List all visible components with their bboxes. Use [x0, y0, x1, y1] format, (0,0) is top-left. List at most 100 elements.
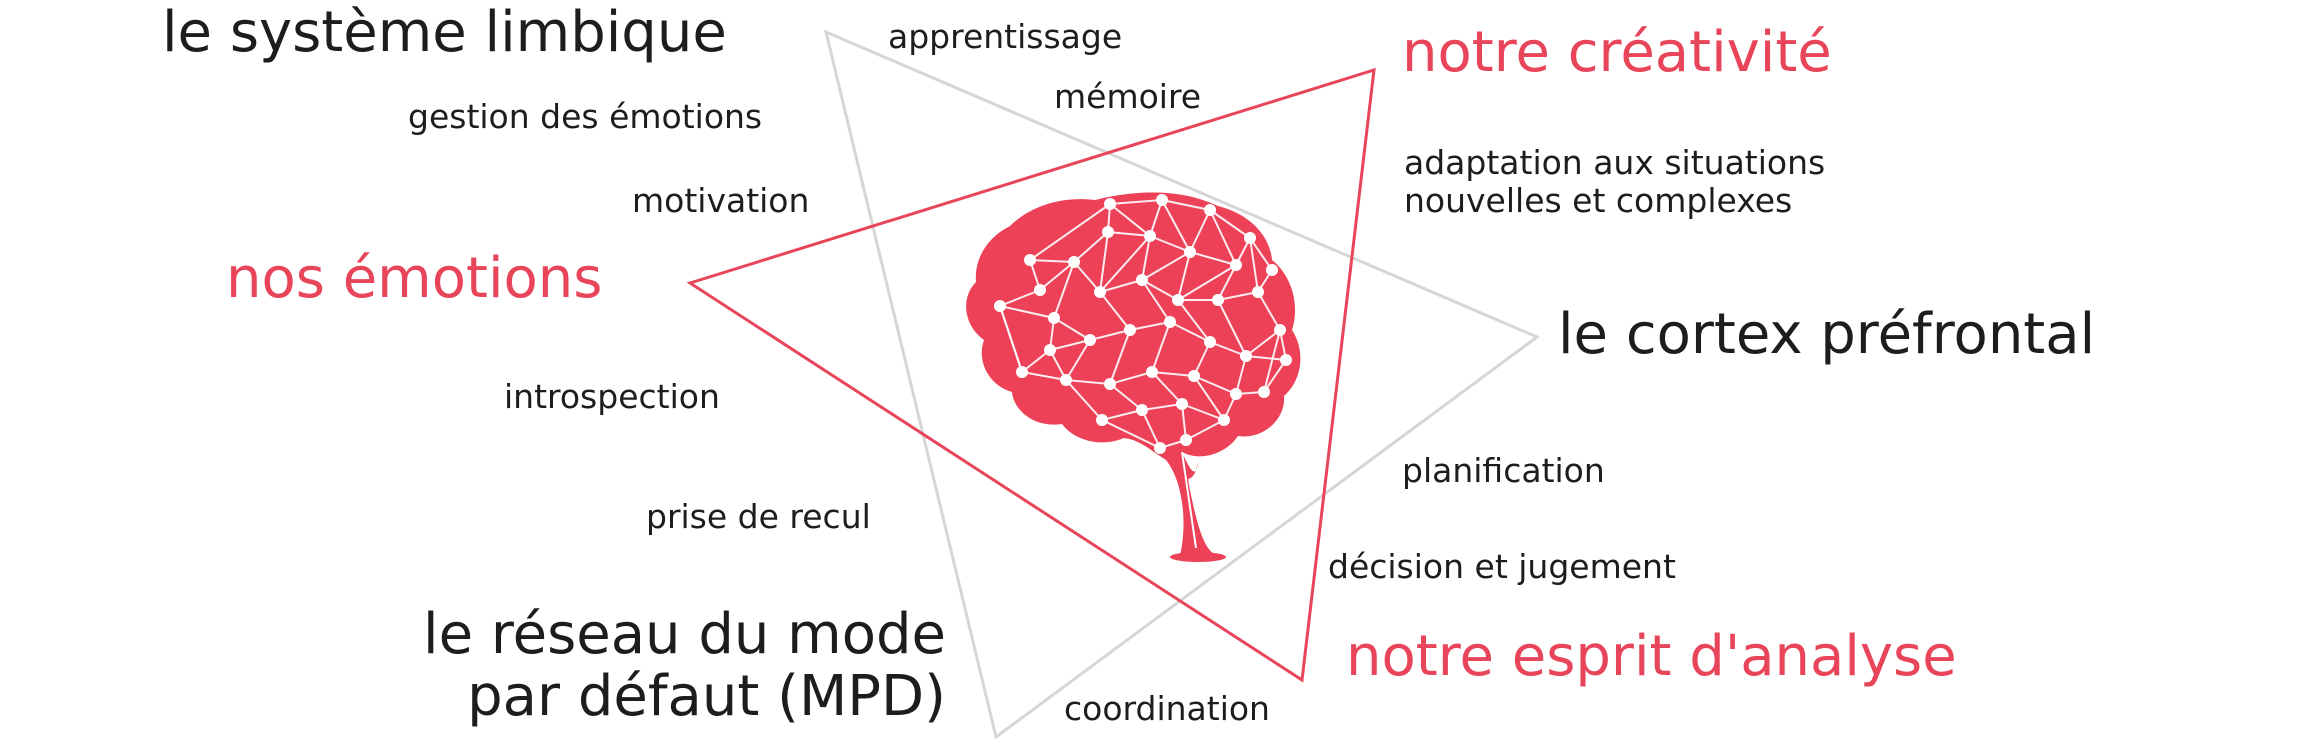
- brain-mesh-line: [1109, 203, 1151, 237]
- brain-mesh-line: [1029, 203, 1111, 261]
- brain-mesh-node: [1258, 386, 1270, 398]
- brain-mesh-node: [1156, 194, 1168, 206]
- brain-mesh-line: [1029, 259, 1075, 263]
- brain-mesh-line: [1099, 231, 1109, 293]
- brain-mesh-node: [1068, 256, 1080, 268]
- brain-mesh-line: [1177, 299, 1211, 343]
- brain-mesh-line: [1217, 291, 1259, 301]
- brain-mesh-line: [1189, 251, 1237, 266]
- brain-mesh-line: [1193, 341, 1211, 377]
- label-notre-esprit-analyse: notre esprit d'analyse: [1346, 624, 1957, 689]
- label-gestion-emotions: gestion des émotions: [408, 97, 763, 136]
- brain-mesh-line: [1141, 279, 1179, 301]
- brain-mesh-node: [1280, 354, 1292, 366]
- brain-mesh-line: [1217, 264, 1237, 301]
- brain-mesh-line: [1101, 409, 1143, 421]
- brain-mesh-line: [1065, 379, 1103, 421]
- brain-mesh-node: [1044, 344, 1056, 356]
- label-reseau-mode-defaut: le réseau du mode par défaut (MPD): [340, 604, 946, 728]
- brain-stem-line: [1181, 451, 1197, 549]
- brain-mesh-line: [1161, 199, 1211, 211]
- brain-mesh-node: [1240, 350, 1252, 362]
- brain-mesh-node: [1060, 374, 1072, 386]
- brain-mesh-line: [1021, 371, 1067, 381]
- brain-mesh-line: [1141, 279, 1171, 323]
- label-apprentissage: apprentissage: [888, 17, 1123, 56]
- label-nos-emotions: nos émotions: [226, 246, 603, 311]
- brain-mesh-node: [1204, 204, 1216, 216]
- brain-mesh-line: [1193, 375, 1225, 421]
- brain-mesh-line: [1151, 321, 1171, 373]
- label-memoire: mémoire: [1054, 77, 1202, 116]
- brain-mesh-node: [1136, 274, 1148, 286]
- brain-mesh-line: [1209, 209, 1251, 239]
- label-notre-creativite: notre créativité: [1402, 20, 1832, 85]
- brain-mesh-line: [1053, 261, 1075, 319]
- brain-mesh-node: [1102, 226, 1114, 238]
- brain-mesh-line: [999, 305, 1055, 319]
- brain-mesh-line: [1073, 261, 1101, 293]
- brain-mesh-line: [1141, 251, 1191, 281]
- brain-mesh-line: [1245, 355, 1287, 361]
- brain-mesh-line: [1181, 403, 1187, 441]
- brain-mesh-node: [1180, 434, 1192, 446]
- brain-mesh-line: [1181, 403, 1225, 421]
- brain-mesh-line: [1129, 321, 1171, 331]
- brain-mesh-node: [1048, 312, 1060, 324]
- brain-mesh-line: [1249, 237, 1259, 293]
- brain-mesh-line: [1161, 199, 1191, 253]
- brain-mesh-node: [1230, 388, 1242, 400]
- label-adaptation-line2: nouvelles et complexes: [1404, 181, 1793, 220]
- brain-mesh-node: [1266, 264, 1278, 276]
- label-adaptation: adaptation aux situations nouvelles et c…: [1404, 144, 1825, 220]
- label-prise-de-recul: prise de recul: [646, 497, 871, 536]
- brain-mesh-node: [1164, 316, 1176, 328]
- brain-mesh-line: [1209, 341, 1247, 357]
- brain-mesh-line: [1065, 379, 1111, 385]
- brain-mesh-line: [1217, 299, 1247, 357]
- brain-mesh-node: [1034, 284, 1046, 296]
- brain-mesh-node: [1104, 378, 1116, 390]
- red-triangle: [686, 67, 1376, 683]
- label-systeme-limbique: le système limbique: [162, 0, 727, 65]
- brain-network-icon: [966, 192, 1301, 562]
- brain-mesh-lines: [999, 199, 1287, 549]
- brain-mesh-line: [999, 289, 1041, 307]
- brain-mesh-node: [1184, 246, 1196, 258]
- brain-mesh-node: [1244, 232, 1256, 244]
- gray-triangle: [823, 29, 1540, 740]
- brain-mesh-node: [1176, 398, 1188, 410]
- brain-mesh-line: [1101, 419, 1161, 449]
- brain-mesh-line: [1089, 329, 1131, 341]
- brain-mesh-line: [1177, 264, 1237, 301]
- brain-mesh-node: [1212, 294, 1224, 306]
- brain-mesh-line: [1039, 261, 1075, 291]
- brain-mesh-line: [1177, 251, 1191, 301]
- brain-mesh-node: [1204, 336, 1216, 348]
- brain-mesh-line: [1151, 371, 1183, 405]
- label-coordination: coordination: [1064, 689, 1270, 728]
- brain-mesh-line: [1065, 339, 1091, 381]
- brain-mesh-line: [1149, 235, 1191, 253]
- brain-mesh-node: [1188, 370, 1200, 382]
- brain-mesh-node: [1084, 334, 1096, 346]
- brain-mesh-node: [1172, 294, 1184, 306]
- brain-mesh-node: [1096, 414, 1108, 426]
- label-introspection: introspection: [504, 377, 720, 416]
- brain-mesh-line: [1263, 359, 1287, 393]
- brain-mesh-line: [1263, 329, 1281, 393]
- brain-mesh-line: [999, 305, 1023, 373]
- brain-stem-base: [1170, 552, 1226, 562]
- brain-mesh-node: [1144, 230, 1156, 242]
- label-adaptation-line1: adaptation aux situations: [1404, 143, 1826, 182]
- brain-mesh-line: [1109, 329, 1131, 385]
- brain-mesh-line: [1257, 291, 1281, 331]
- brain-mesh-line: [1209, 209, 1237, 266]
- brain-mesh-node: [1136, 404, 1148, 416]
- brain-mesh-node: [1104, 198, 1116, 210]
- label-cortex-prefrontal: le cortex préfrontal: [1558, 302, 2096, 367]
- brain-mesh-line: [1189, 209, 1211, 253]
- brain-mesh-line: [1053, 317, 1091, 341]
